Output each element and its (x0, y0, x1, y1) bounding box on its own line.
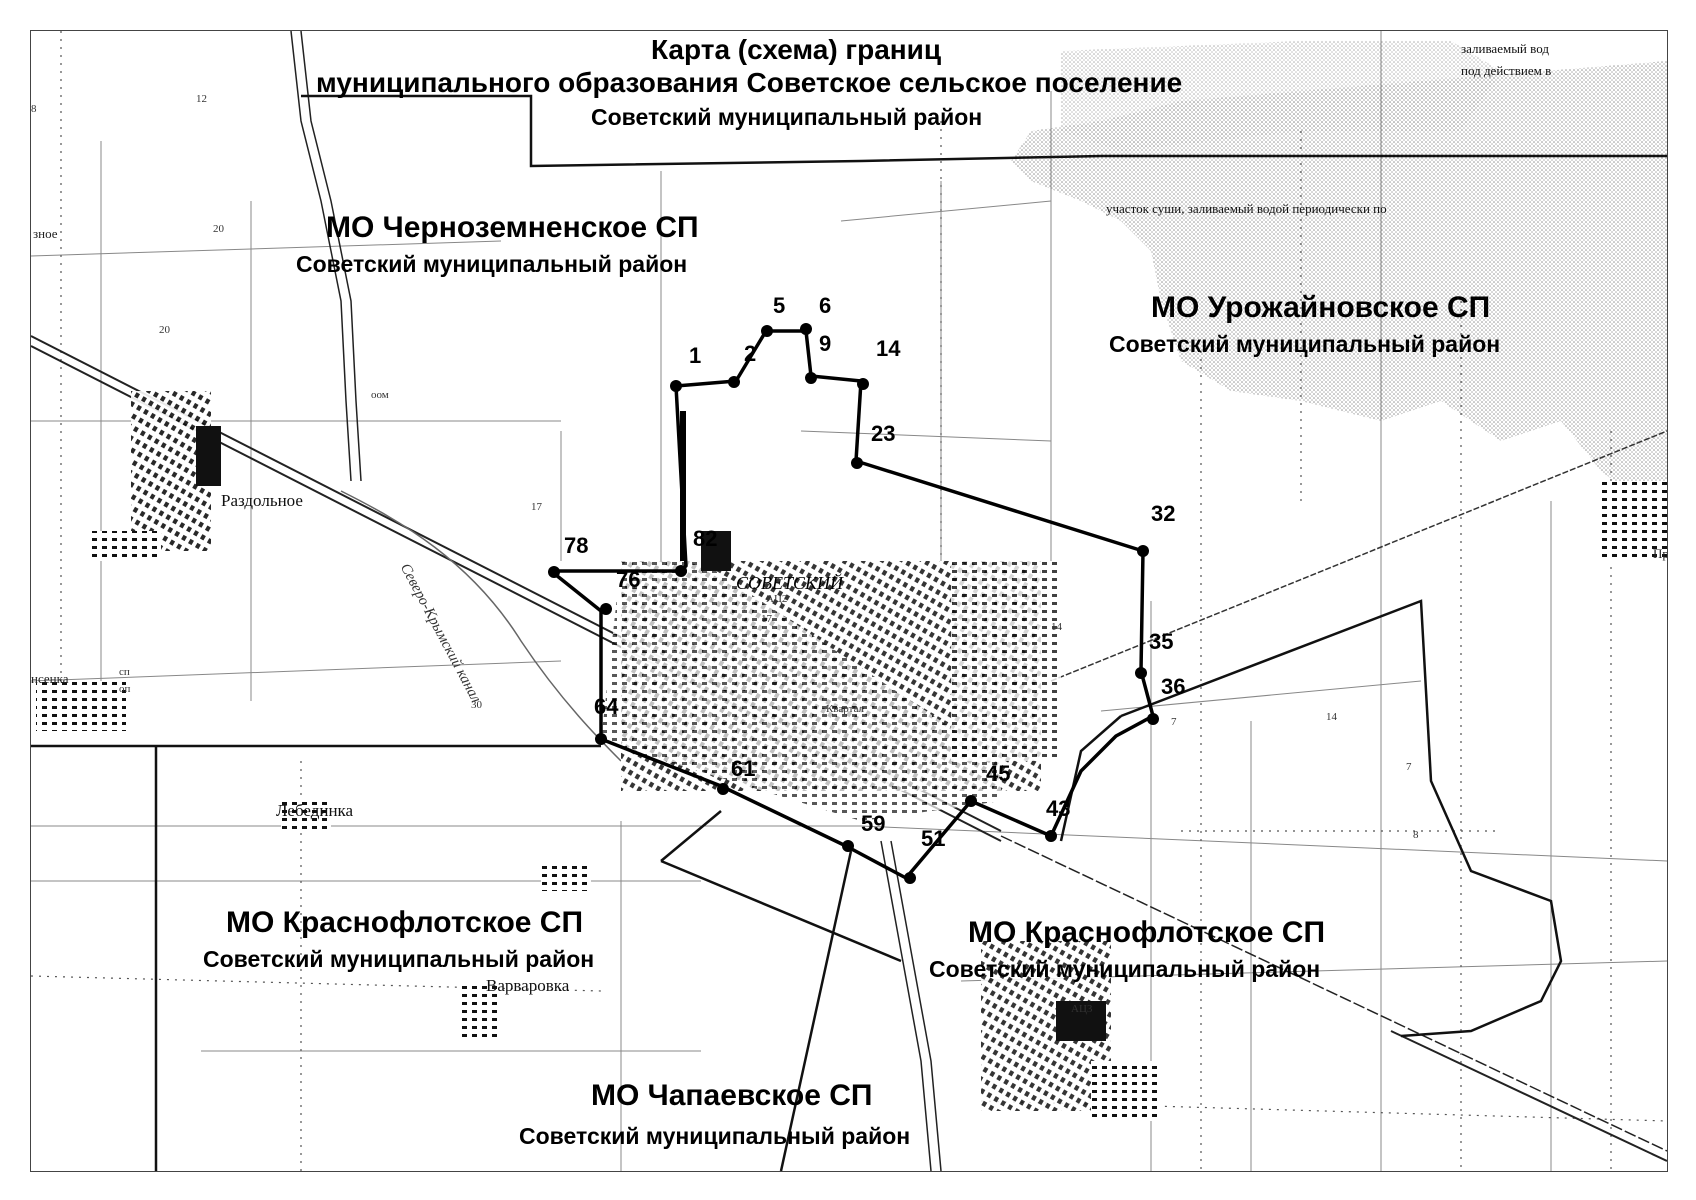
grid-number: 30 (471, 699, 482, 711)
settlement-pr-label: Пр (1653, 546, 1668, 561)
region-chapaev-district: Советский муниципальный район (519, 1123, 911, 1149)
note-flood-top-2: под действием в (1461, 63, 1552, 78)
settlement-varvarovka-label: Варваровка (486, 976, 570, 995)
map-title-line3: Советский муниципальный район (591, 104, 983, 130)
grid-number: 8 (1413, 829, 1419, 841)
region-krasnoflot-west-district: Советский муниципальный район (203, 946, 595, 972)
region-krasnoflot-west-name: МО Краснофлотское СП (226, 906, 584, 939)
point-35-label: 35 (1149, 629, 1174, 654)
point-45-label: 45 (986, 761, 1011, 786)
point-9-label: 9 (819, 331, 832, 356)
point-6-label: 6 (819, 293, 832, 318)
grid-number: 20 (159, 324, 170, 336)
point-82-label: 82 (693, 526, 718, 551)
region-krasnoflot-east-name: МО Краснофлотское СП (968, 916, 1326, 949)
point-59-label: 59 (861, 811, 886, 836)
map-canvas (31, 31, 1667, 1171)
sovetskoe-boundary (549, 329, 1155, 880)
ats3-label: АЦ3 (1071, 1003, 1093, 1015)
flood-area (1011, 61, 1667, 521)
region-chapaev-name: МО Чапаевское СП (591, 1079, 873, 1112)
point-78-label: 78 (564, 533, 589, 558)
settlement-lebedinka-label: Лебединка (276, 801, 354, 820)
point-32-label: 32 (1151, 501, 1176, 526)
point-1-label: 1 (689, 343, 702, 368)
grid-number: сп (119, 666, 130, 678)
grid-number: 17 (531, 501, 542, 513)
map-title-line2: муниципального образования Советское сел… (316, 67, 1183, 98)
grid-number: 14 (1326, 711, 1337, 723)
note-flood-mid: участок суши, заливаемый водой периодиче… (1106, 201, 1387, 216)
point-2-label: 2 (744, 341, 757, 366)
point-5-label: 5 (773, 293, 786, 318)
region-krasnoflot-east-district: Советский муниципальный район (929, 956, 1321, 982)
point-14-label: 14 (876, 336, 901, 361)
point-43-label: 43 (1046, 796, 1071, 821)
grid-number: оп (119, 683, 131, 695)
note-flood-top-1: заливаемый вод (1461, 41, 1549, 56)
region-chernozem-name: МО Черноземненское СП (326, 211, 699, 244)
settlement-razdolnoe-label: Раздольное (221, 491, 303, 510)
grid-number: 17 (761, 613, 772, 625)
point-61-label: 61 (731, 756, 756, 781)
settlement-znoe-label: зное (33, 226, 58, 241)
point-76-label: 76 (616, 567, 641, 592)
grid-number: 7 (1406, 761, 1412, 773)
grid-number: 14 (1051, 621, 1062, 633)
grid-number: 8 (31, 103, 37, 115)
settlement-sovetsky-label: СОВЕТСКИЙ (736, 573, 843, 593)
region-chernozem-district: Советский муниципальный район (296, 251, 688, 277)
settlement-nsenka-label: нсенка (31, 671, 69, 686)
ats2-label: АЦ2 (766, 593, 788, 605)
point-51-label: 51 (921, 826, 946, 851)
kvar-label: Квартал (826, 703, 865, 715)
flood-area-top (1061, 41, 1501, 151)
region-urozhay-district: Советский муниципальный район (1109, 331, 1501, 357)
point-23-label: 23 (871, 421, 896, 446)
map-frame: Карта (схема) границ муниципального обра… (30, 30, 1668, 1172)
region-urozhay-name: МО Урожайновское СП (1151, 291, 1491, 324)
grid-number: оом (371, 389, 389, 401)
point-36-label: 36 (1161, 674, 1186, 699)
grid-number: 12 (196, 93, 207, 105)
grid-number: 20 (213, 223, 224, 235)
point-64-label: 64 (594, 694, 619, 719)
map-title-line1: Карта (схема) границ (651, 34, 942, 65)
grid-number: 7 (1171, 716, 1177, 728)
